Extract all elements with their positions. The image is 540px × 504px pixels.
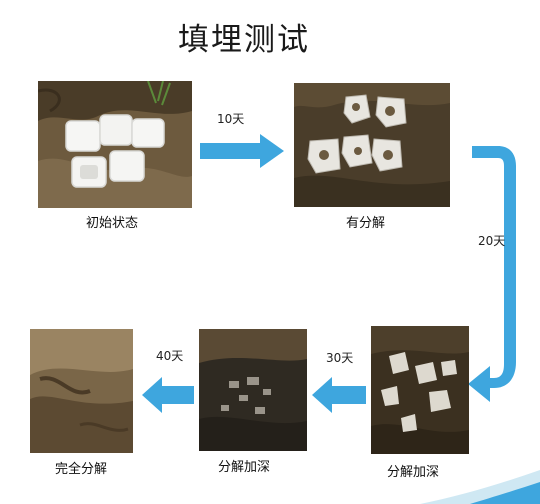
caption-deeper-decomposition-2: 分解加深 <box>218 460 271 475</box>
photo-initial-state <box>38 81 192 208</box>
diagram-title: 填埋测试 <box>178 22 310 58</box>
interval-label-40-days: 40天 <box>156 349 184 363</box>
interval-label-30-days: 30天 <box>326 351 354 365</box>
arrow-left-icon <box>142 377 194 413</box>
arrow-right-icon <box>200 134 284 168</box>
decorative-corner-shape <box>420 470 540 504</box>
photo-deeper-decomposition-2 <box>199 329 307 451</box>
photo-fully-decomposed <box>30 329 133 453</box>
photo-deeper-decomposition-1 <box>371 326 469 454</box>
caption-initial-state: 初始状态 <box>86 216 139 231</box>
arrow-left-icon <box>312 377 366 413</box>
photo-partial-decomposition <box>294 83 450 207</box>
caption-deeper-decomposition-1: 分解加深 <box>387 465 440 480</box>
interval-label-20-days: 20天 <box>478 234 506 248</box>
arrow-bend-down-left-icon <box>468 146 516 402</box>
caption-fully-decomposed: 完全分解 <box>55 462 108 477</box>
caption-partial-decomposition: 有分解 <box>346 216 386 231</box>
interval-label-10-days: 10天 <box>217 112 245 126</box>
